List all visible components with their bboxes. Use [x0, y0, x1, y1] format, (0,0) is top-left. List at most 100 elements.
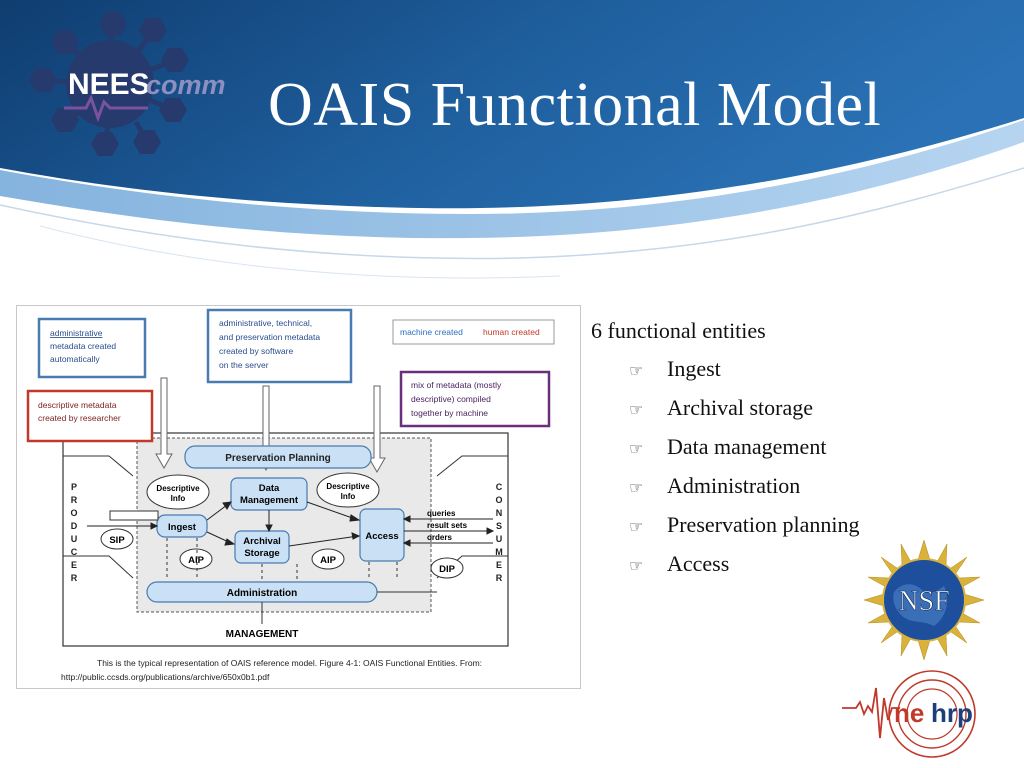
producer-letter: R [71, 573, 78, 583]
svg-text:SIP: SIP [109, 535, 125, 546]
nehrp-hrp-text: hrp [931, 698, 973, 728]
svg-text:AIP: AIP [188, 555, 205, 566]
bullet-item: ☞ Archival storage [591, 395, 1011, 434]
producer-letter: U [71, 534, 78, 544]
nsf-logo: NSF [864, 540, 984, 660]
bullet-item: ☞Preservation planning [591, 512, 1011, 551]
svg-text:on the server: on the server [219, 360, 269, 370]
svg-text:Descriptive: Descriptive [326, 482, 370, 491]
callout-descriptive: descriptive metadata created by research… [26, 389, 154, 443]
flow-orders: orders [427, 533, 452, 542]
aip-oval-right: AIP [311, 548, 345, 570]
producer-letter: P [71, 482, 77, 492]
svg-text:created by software: created by software [219, 346, 293, 356]
consumer-letter: U [496, 534, 503, 544]
svg-text:Storage: Storage [244, 548, 279, 559]
pointing-hand-icon: ☞ [629, 556, 644, 575]
svg-text:Access: Access [365, 531, 398, 542]
slide-title: OAIS Functional Model [268, 71, 882, 139]
bullet-item: ☞ Data management [591, 434, 1011, 473]
pointing-hand-icon: ☞ [629, 400, 644, 419]
management-label: MANAGEMENT [226, 629, 299, 640]
pointing-hand-icon: ☞ [629, 478, 644, 497]
data-management-box: Data Management [230, 477, 308, 511]
flow-result-sets: result sets [427, 521, 468, 530]
preservation-planning-box: Preservation Planning [184, 445, 372, 469]
svg-text:metadata created: metadata created [50, 341, 116, 351]
bullet-item-label: Access [667, 551, 730, 576]
svg-text:Data: Data [259, 483, 280, 494]
ingest-box: Ingest [156, 514, 208, 538]
figure-caption-line2: http://public.ccsds.org/publications/arc… [61, 672, 270, 682]
neescomm-logo: NEES comm [29, 12, 226, 156]
bullet-lead: 6 functional entities [591, 318, 766, 343]
figure-caption-line1: This is the typical representation of OA… [97, 658, 482, 668]
producer-letter: O [70, 508, 77, 518]
consumer-flows [402, 515, 495, 547]
descriptive-info-oval-right: Descriptive Info [316, 472, 380, 508]
consumer-letter: E [496, 560, 502, 570]
producer-letter: D [71, 521, 78, 531]
bullet-item-label: Ingest [667, 356, 721, 381]
legend-human: human created [483, 327, 540, 337]
svg-text:Preservation Planning: Preservation Planning [225, 453, 331, 464]
internal-arrows [87, 501, 361, 547]
svg-text:together by machine: together by machine [411, 408, 488, 418]
bullet-item: ☞ Access [591, 551, 1011, 590]
svg-text:created by researcher: created by researcher [38, 413, 121, 423]
aip-oval-left: AIP [179, 548, 213, 570]
consumer-letter: R [496, 573, 503, 583]
bullet-list: 6 functional entities ☞ Ingest ☞ Archival … [591, 318, 1011, 590]
consumer-letter: O [495, 495, 502, 505]
logo-nees-text: NEES [68, 68, 150, 101]
svg-text:Ingest: Ingest [168, 522, 197, 533]
consumer-letter: C [496, 482, 503, 492]
callout-admin-technical: administrative, technical, and preservat… [206, 308, 353, 384]
bullet-item: ☞ Ingest [591, 356, 1011, 395]
logo-comm-text: comm [146, 70, 226, 100]
archival-storage-box: Archival Storage [234, 530, 290, 564]
svg-text:Info: Info [341, 492, 356, 501]
svg-text:administrative, technical,: administrative, technical, [219, 318, 312, 328]
pointing-hand-icon: ☞ [629, 361, 644, 380]
bullet-item-label: Administration [667, 473, 801, 498]
legend-machine: machine created [400, 327, 463, 337]
oais-diagram: P R O D U C E R C O N S U M E R administ… [16, 305, 581, 689]
dip-oval: DIP [430, 557, 464, 579]
svg-text:Info: Info [171, 494, 186, 503]
callout-mix: mix of metadata (mostly descriptive) com… [399, 370, 551, 428]
header-background [0, 0, 1024, 279]
producer-label: P R O D U C E R [70, 482, 77, 583]
svg-text:descriptive) compiled: descriptive) compiled [411, 394, 491, 404]
nehrp-ne-text: ne [894, 698, 924, 728]
consumer-letter: N [496, 508, 503, 518]
pointing-hand-icon: ☞ [629, 517, 644, 536]
producer-letter: C [71, 547, 78, 557]
svg-text:administrative: administrative [50, 328, 103, 338]
consumer-letter: S [496, 521, 502, 531]
consumer-letter: M [495, 547, 503, 557]
producer-letter: E [71, 560, 77, 570]
pointing-hand-icon: ☞ [629, 439, 644, 458]
sip-oval: SIP [100, 528, 134, 550]
producer-letter: R [71, 495, 78, 505]
svg-text:DIP: DIP [439, 564, 456, 575]
svg-text:Descriptive: Descriptive [156, 484, 200, 493]
bullet-item-label: Archival storage [667, 395, 813, 420]
svg-text:and preservation metadata: and preservation metadata [219, 332, 320, 342]
bullet-item: ☞ Administration [591, 473, 1011, 512]
consumer-label: C O N S U M E R [495, 482, 503, 583]
svg-text:Administration: Administration [227, 588, 298, 599]
svg-text:Management: Management [240, 495, 299, 506]
producer-input-bar [109, 510, 159, 521]
svg-text:AIP: AIP [320, 555, 337, 566]
nehrp-logo: ne hrp [842, 670, 976, 758]
flow-queries: queries [427, 509, 456, 518]
descriptive-info-oval-left: Descriptive Info [146, 474, 210, 510]
nsf-text: NSF [898, 586, 949, 617]
dashed-connectors [166, 538, 398, 580]
access-box: Access [359, 508, 405, 562]
bullet-item-label: Data management [667, 434, 827, 459]
svg-text:Archival: Archival [243, 536, 281, 547]
legend-box: machine created human created [392, 319, 555, 345]
